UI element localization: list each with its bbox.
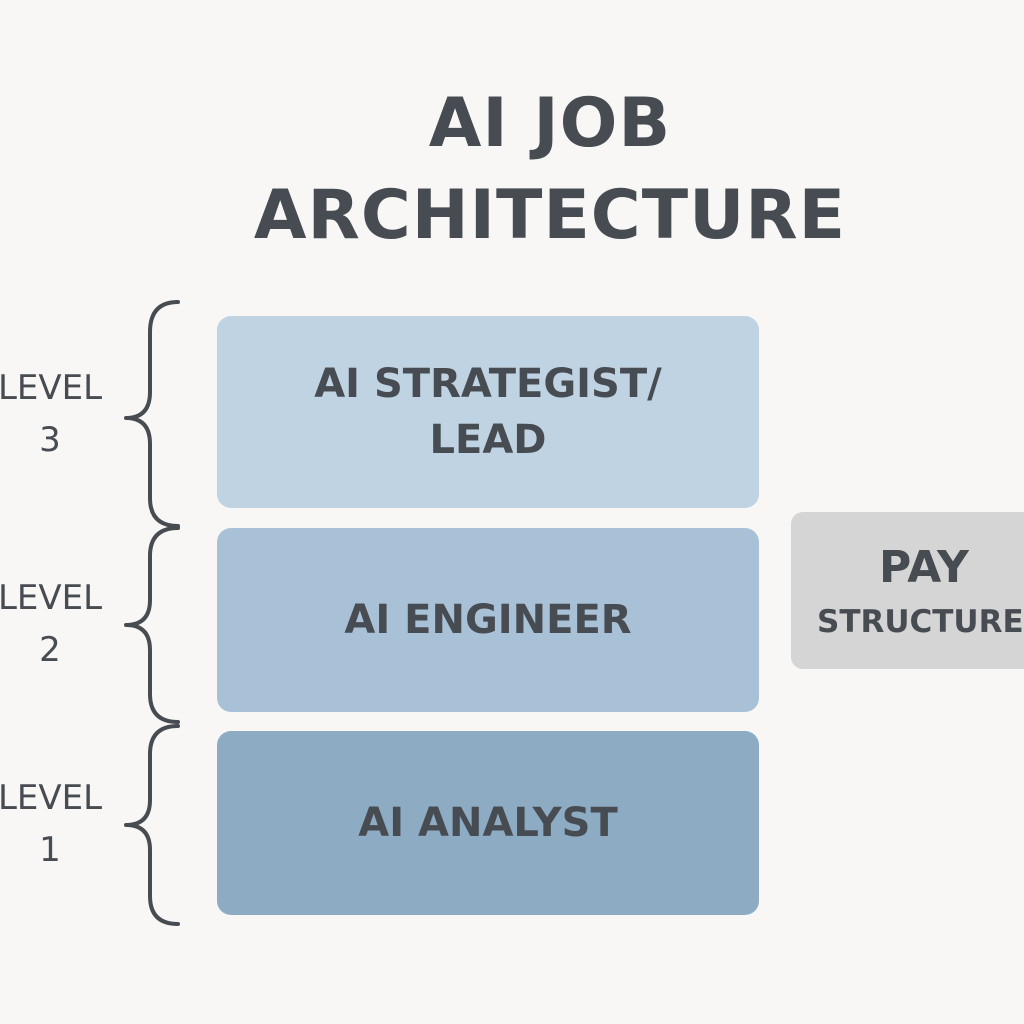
level-1-word: LEVEL: [0, 778, 103, 818]
pay-structure-line-1: PAY: [879, 542, 969, 593]
brace-level-3: [124, 300, 180, 528]
role-3-line-2: LEAD: [429, 417, 547, 463]
role-1-line-1: AI ANALYST: [358, 800, 618, 846]
role-box-analyst: AI ANALYST: [217, 731, 759, 915]
role-box-strategist-lead: AI STRATEGIST/ LEAD: [217, 316, 759, 508]
brace-level-2: [124, 526, 180, 724]
level-3-word: LEVEL: [0, 368, 103, 408]
title-line-2: ARCHITECTURE: [253, 176, 847, 255]
page-title: AI JOB ARCHITECTURE: [0, 78, 1024, 262]
pay-structure-line-2: STRUCTURE: [817, 604, 1024, 640]
level-2-number: 2: [39, 630, 61, 670]
brace-level-1: [124, 724, 180, 926]
role-3-line-1: AI STRATEGIST/: [314, 361, 662, 407]
level-1-number: 1: [39, 830, 61, 870]
role-2-line-1: AI ENGINEER: [344, 597, 632, 643]
pay-structure-box: PAY STRUCTURE: [791, 512, 1024, 669]
title-line-1: AI JOB: [428, 84, 672, 163]
level-1-label: LEVEL 1: [0, 772, 160, 876]
level-3-label: LEVEL 3: [0, 362, 160, 466]
level-2-label: LEVEL 2: [0, 572, 160, 676]
level-braces: [124, 300, 180, 926]
role-box-engineer: AI ENGINEER: [217, 528, 759, 712]
level-3-number: 3: [39, 420, 61, 460]
level-2-word: LEVEL: [0, 578, 103, 618]
